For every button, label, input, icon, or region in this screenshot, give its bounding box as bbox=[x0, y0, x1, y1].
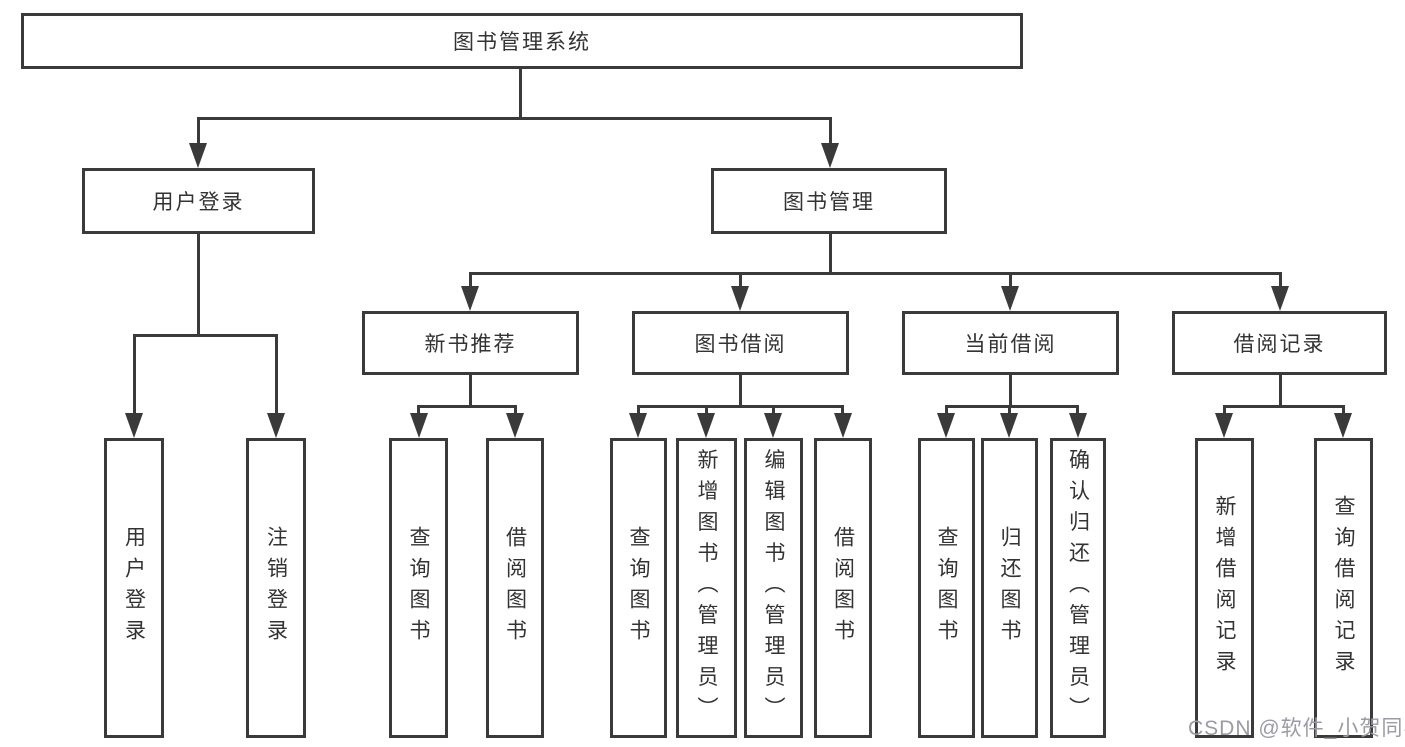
connector-userlogin-bar bbox=[133, 334, 278, 337]
leaf-newbook-query-books: 查询图书 bbox=[389, 438, 448, 738]
connector-level3-bar bbox=[469, 272, 1282, 275]
connector-newbook-bar bbox=[417, 405, 517, 408]
arrowhead-icon bbox=[697, 413, 715, 438]
connector-arrow-shaft bbox=[1279, 272, 1282, 294]
connector-arrow-shaft bbox=[469, 272, 472, 294]
connector-arrow-shaft bbox=[514, 405, 517, 417]
arrowhead-icon bbox=[1001, 286, 1019, 311]
csdn-watermark: CSDN @软件_小贺同学 bbox=[1188, 717, 1405, 740]
connector-arrow-shaft bbox=[417, 405, 420, 417]
arrowhead-icon bbox=[506, 413, 524, 438]
connector-bookmgmt-stem bbox=[829, 234, 832, 274]
leaf-logout: 注销登录 bbox=[246, 438, 306, 738]
connector-newbook-stem bbox=[469, 375, 472, 408]
leaf-label: 借阅图书 bbox=[503, 526, 527, 650]
arrowhead-icon bbox=[731, 286, 749, 311]
connector-arrow-shaft bbox=[705, 405, 708, 417]
node-root: 图书管理系统 bbox=[21, 13, 1023, 69]
connector-arrow-shaft bbox=[1009, 272, 1012, 294]
leaf-borrowing-borrow-books: 借阅图书 bbox=[814, 438, 872, 738]
leaf-records-add-record: 新增借阅记录 bbox=[1195, 438, 1254, 738]
leaf-label: 归还图书 bbox=[998, 526, 1021, 650]
leaf-borrowing-add-books-admin: 新增图书（管理员） bbox=[676, 438, 737, 738]
connector-arrow-shaft bbox=[739, 272, 742, 294]
leaf-label: 借阅图书 bbox=[831, 526, 855, 650]
connector-current-stem bbox=[1009, 375, 1012, 408]
node-borrowing-records: 借阅记录 bbox=[1172, 311, 1387, 375]
arrowhead-icon bbox=[937, 413, 955, 438]
leaf-current-query-books: 查询图书 bbox=[918, 438, 975, 738]
arrowhead-icon bbox=[461, 286, 479, 311]
leaf-records-query-record: 查询借阅记录 bbox=[1314, 438, 1373, 738]
arrowhead-icon bbox=[189, 143, 207, 168]
leaf-label: 查询图书 bbox=[407, 526, 430, 650]
connector-root-stem bbox=[519, 69, 522, 117]
connector-records-stem bbox=[1279, 375, 1282, 408]
connector-arrow-shaft bbox=[841, 405, 844, 417]
node-new-book-recommend: 新书推荐 bbox=[362, 311, 579, 375]
connector-arrow-shaft bbox=[275, 334, 278, 414]
arrowhead-icon bbox=[267, 413, 285, 438]
leaf-label: 注销登录 bbox=[264, 526, 288, 650]
leaf-current-confirm-return-admin: 确认归还（管理员） bbox=[1050, 438, 1106, 738]
connector-records-bar bbox=[1223, 405, 1344, 408]
arrowhead-icon bbox=[1000, 413, 1018, 438]
arrowhead-icon bbox=[1334, 413, 1352, 438]
arrowhead-icon bbox=[764, 413, 782, 438]
leaf-label: 查询图书 bbox=[935, 526, 958, 650]
connector-arrow-shaft bbox=[1008, 405, 1011, 417]
node-book-management: 图书管理 bbox=[711, 168, 947, 234]
arrowhead-icon bbox=[629, 413, 647, 438]
leaf-label: 新增借阅记录 bbox=[1213, 495, 1236, 681]
leaf-label: 确认归还（管理员） bbox=[1066, 448, 1090, 728]
arrowhead-icon bbox=[834, 413, 852, 438]
node-user-login: 用户登录 bbox=[82, 168, 315, 234]
leaf-label: 查询借阅记录 bbox=[1332, 495, 1355, 681]
leaf-borrowing-query-books: 查询图书 bbox=[610, 438, 667, 738]
connector-arrow-shaft bbox=[637, 405, 640, 417]
arrowhead-icon bbox=[125, 413, 143, 438]
arrowhead-icon bbox=[1215, 413, 1233, 438]
arrowhead-icon bbox=[821, 143, 839, 168]
connector-borrowing-stem bbox=[739, 375, 742, 408]
connector-arrow-shaft bbox=[197, 117, 200, 147]
leaf-label: 新增图书（管理员） bbox=[695, 448, 718, 728]
connector-arrow-shaft bbox=[945, 405, 948, 417]
connector-arrow-shaft bbox=[772, 405, 775, 417]
arrowhead-icon bbox=[1271, 286, 1289, 311]
connector-arrow-shaft bbox=[1342, 405, 1345, 417]
connector-arrow-shaft bbox=[133, 334, 136, 414]
leaf-borrowing-edit-books-admin: 编辑图书（管理员） bbox=[744, 438, 803, 738]
leaf-label: 查询图书 bbox=[627, 526, 650, 650]
leaf-current-return-books: 归还图书 bbox=[981, 438, 1038, 738]
arrowhead-icon bbox=[410, 413, 428, 438]
connector-level2-bar bbox=[197, 117, 832, 120]
connector-current-bar bbox=[945, 405, 1079, 408]
node-current-borrowing: 当前借阅 bbox=[902, 311, 1119, 375]
connector-arrow-shaft bbox=[1223, 405, 1226, 417]
leaf-label: 用户登录 bbox=[122, 526, 146, 650]
node-book-borrowing: 图书借阅 bbox=[632, 311, 849, 375]
leaf-newbook-borrow-books: 借阅图书 bbox=[486, 438, 544, 738]
leaf-user-login: 用户登录 bbox=[104, 438, 164, 738]
arrowhead-icon bbox=[1069, 413, 1087, 438]
connector-arrow-shaft bbox=[1076, 405, 1079, 417]
connector-borrowing-bar bbox=[637, 405, 844, 408]
connector-userlogin-stem bbox=[197, 234, 200, 337]
leaf-label: 编辑图书（管理员） bbox=[762, 448, 785, 728]
connector-arrow-shaft bbox=[829, 117, 832, 147]
